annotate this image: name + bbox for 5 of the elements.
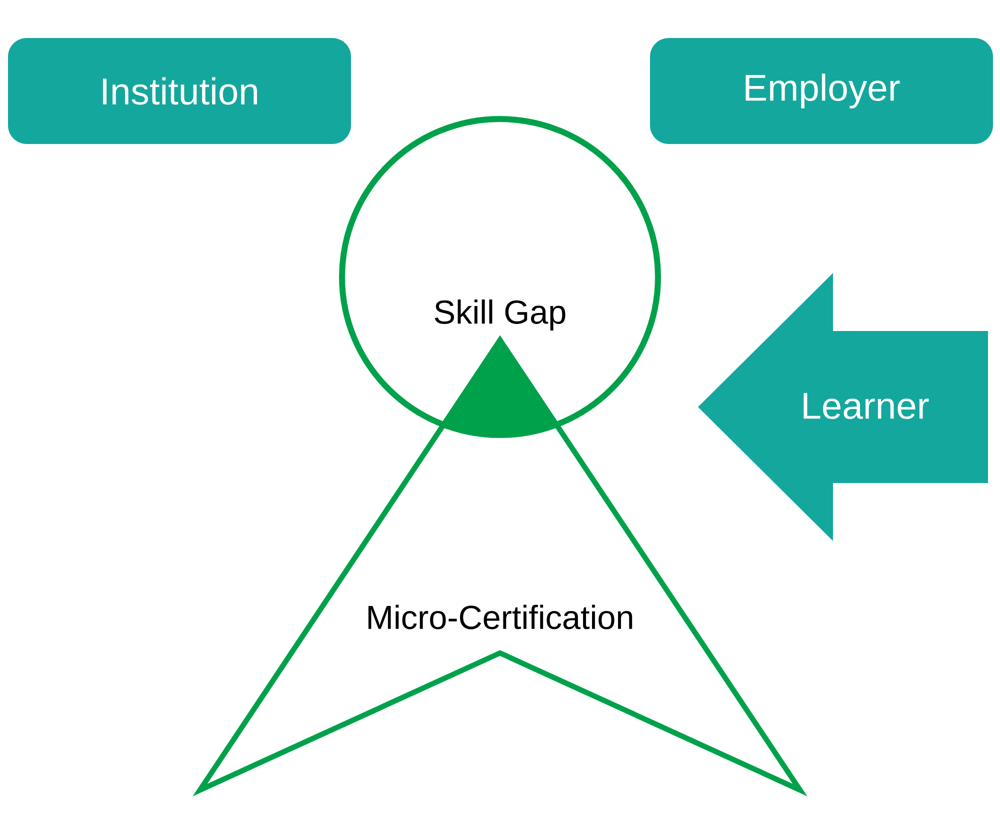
node-label: Skill Gap (434, 299, 566, 331)
node-label: Micro-Certification (368, 604, 632, 630)
label-box: Employer (650, 38, 993, 144)
circle (339, 116, 661, 438)
label-box: Institution (8, 38, 351, 144)
